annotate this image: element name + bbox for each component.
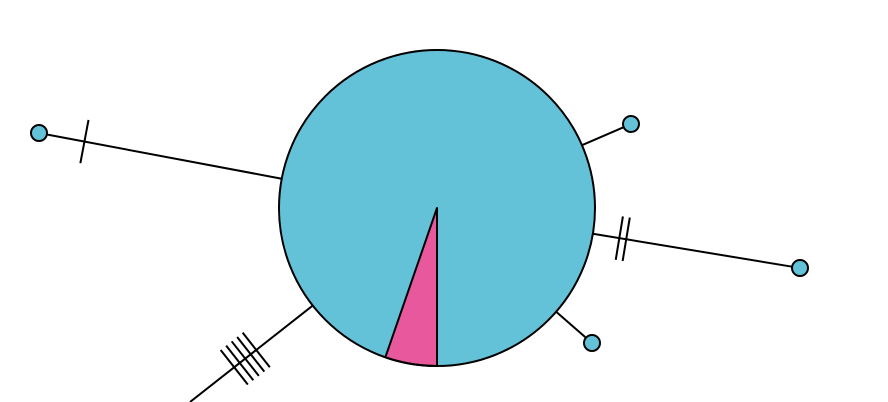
branch-right-tip-node [791,259,809,277]
branch-right-edge [592,232,793,268]
central-node [278,49,596,367]
branch-left-mutation-mark [79,119,90,164]
branch-lower-right-edge [555,311,587,339]
branch-right-mutation-mark [621,217,631,262]
branch-lower-left-mutation-mark [225,345,255,381]
branch-upper-right-edge [581,126,625,147]
mutation-hatches-layer [79,119,631,386]
branch-upper-right-tip-node [622,115,640,133]
branch-left-tip-node [30,124,48,142]
branch-lower-left-mutation-mark [219,349,249,386]
tip-nodes-layer [30,115,809,352]
branch-lower-right-tip-node [583,334,601,352]
branch-lower-left-mutation-mark [230,340,260,377]
branch-lower-left-mutation-mark [241,332,271,368]
branch-right-mutation-mark [614,216,624,261]
branch-lower-left-mutation-mark [236,336,266,373]
central-node-outline [278,49,596,367]
branch-left-edge [46,133,282,180]
